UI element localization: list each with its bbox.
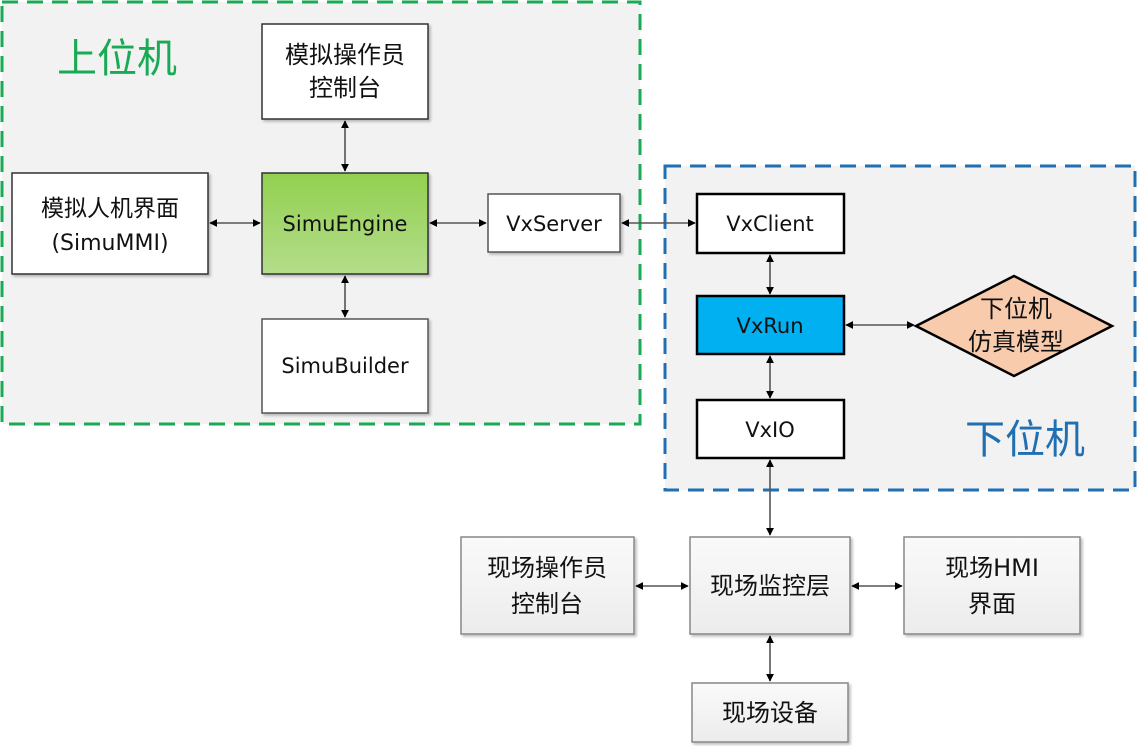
node-label: 现场设备 — [722, 699, 818, 727]
node-label: 仿真模型 — [968, 328, 1064, 356]
node-simu-console[interactable]: 模拟操作员 控制台 — [261, 23, 429, 120]
node-label: 现场HMI — [945, 554, 1039, 582]
node-label: VxServer — [506, 212, 602, 236]
node-label: VxIO — [745, 418, 795, 442]
node-label: SimuBuilder — [281, 354, 409, 378]
node-label: 模拟人机界面 — [41, 196, 179, 222]
node-label: 现场操作员 — [487, 554, 607, 582]
node-field-monitor[interactable]: 现场监控层 — [689, 536, 851, 635]
node-vx-client[interactable]: VxClient — [695, 192, 846, 255]
node-label: (SimuMMI) — [51, 231, 168, 256]
node-label: 界面 — [968, 590, 1016, 618]
node-field-hmi[interactable]: 现场HMI 界面 — [903, 536, 1081, 635]
node-field-device[interactable]: 现场设备 — [691, 682, 849, 743]
node-simu-mmi[interactable]: 模拟人机界面 (SimuMMI) — [11, 172, 209, 275]
edges — [209, 120, 915, 682]
node-lower-model[interactable]: 下位机 仿真模型 — [913, 274, 1115, 378]
node-vx-server[interactable]: VxServer — [487, 193, 621, 253]
node-label: 下位机 — [980, 295, 1052, 323]
node-vx-io[interactable]: VxIO — [695, 398, 846, 460]
upper-region-title: 上位机 — [57, 36, 177, 82]
node-label: 模拟操作员 — [285, 41, 405, 69]
node-label: 控制台 — [511, 590, 583, 618]
node-simu-engine[interactable]: SimuEngine — [261, 172, 429, 275]
node-field-console[interactable]: 现场操作员 控制台 — [460, 536, 635, 635]
lower-region-title: 下位机 — [965, 417, 1085, 463]
node-label: 控制台 — [309, 74, 381, 102]
node-simu-builder[interactable]: SimuBuilder — [261, 318, 429, 414]
node-label: SimuEngine — [283, 212, 408, 236]
node-label: 现场监控层 — [710, 572, 830, 600]
node-label: VxRun — [736, 314, 803, 338]
node-label: VxClient — [726, 212, 814, 236]
node-vx-run[interactable]: VxRun — [695, 294, 846, 356]
